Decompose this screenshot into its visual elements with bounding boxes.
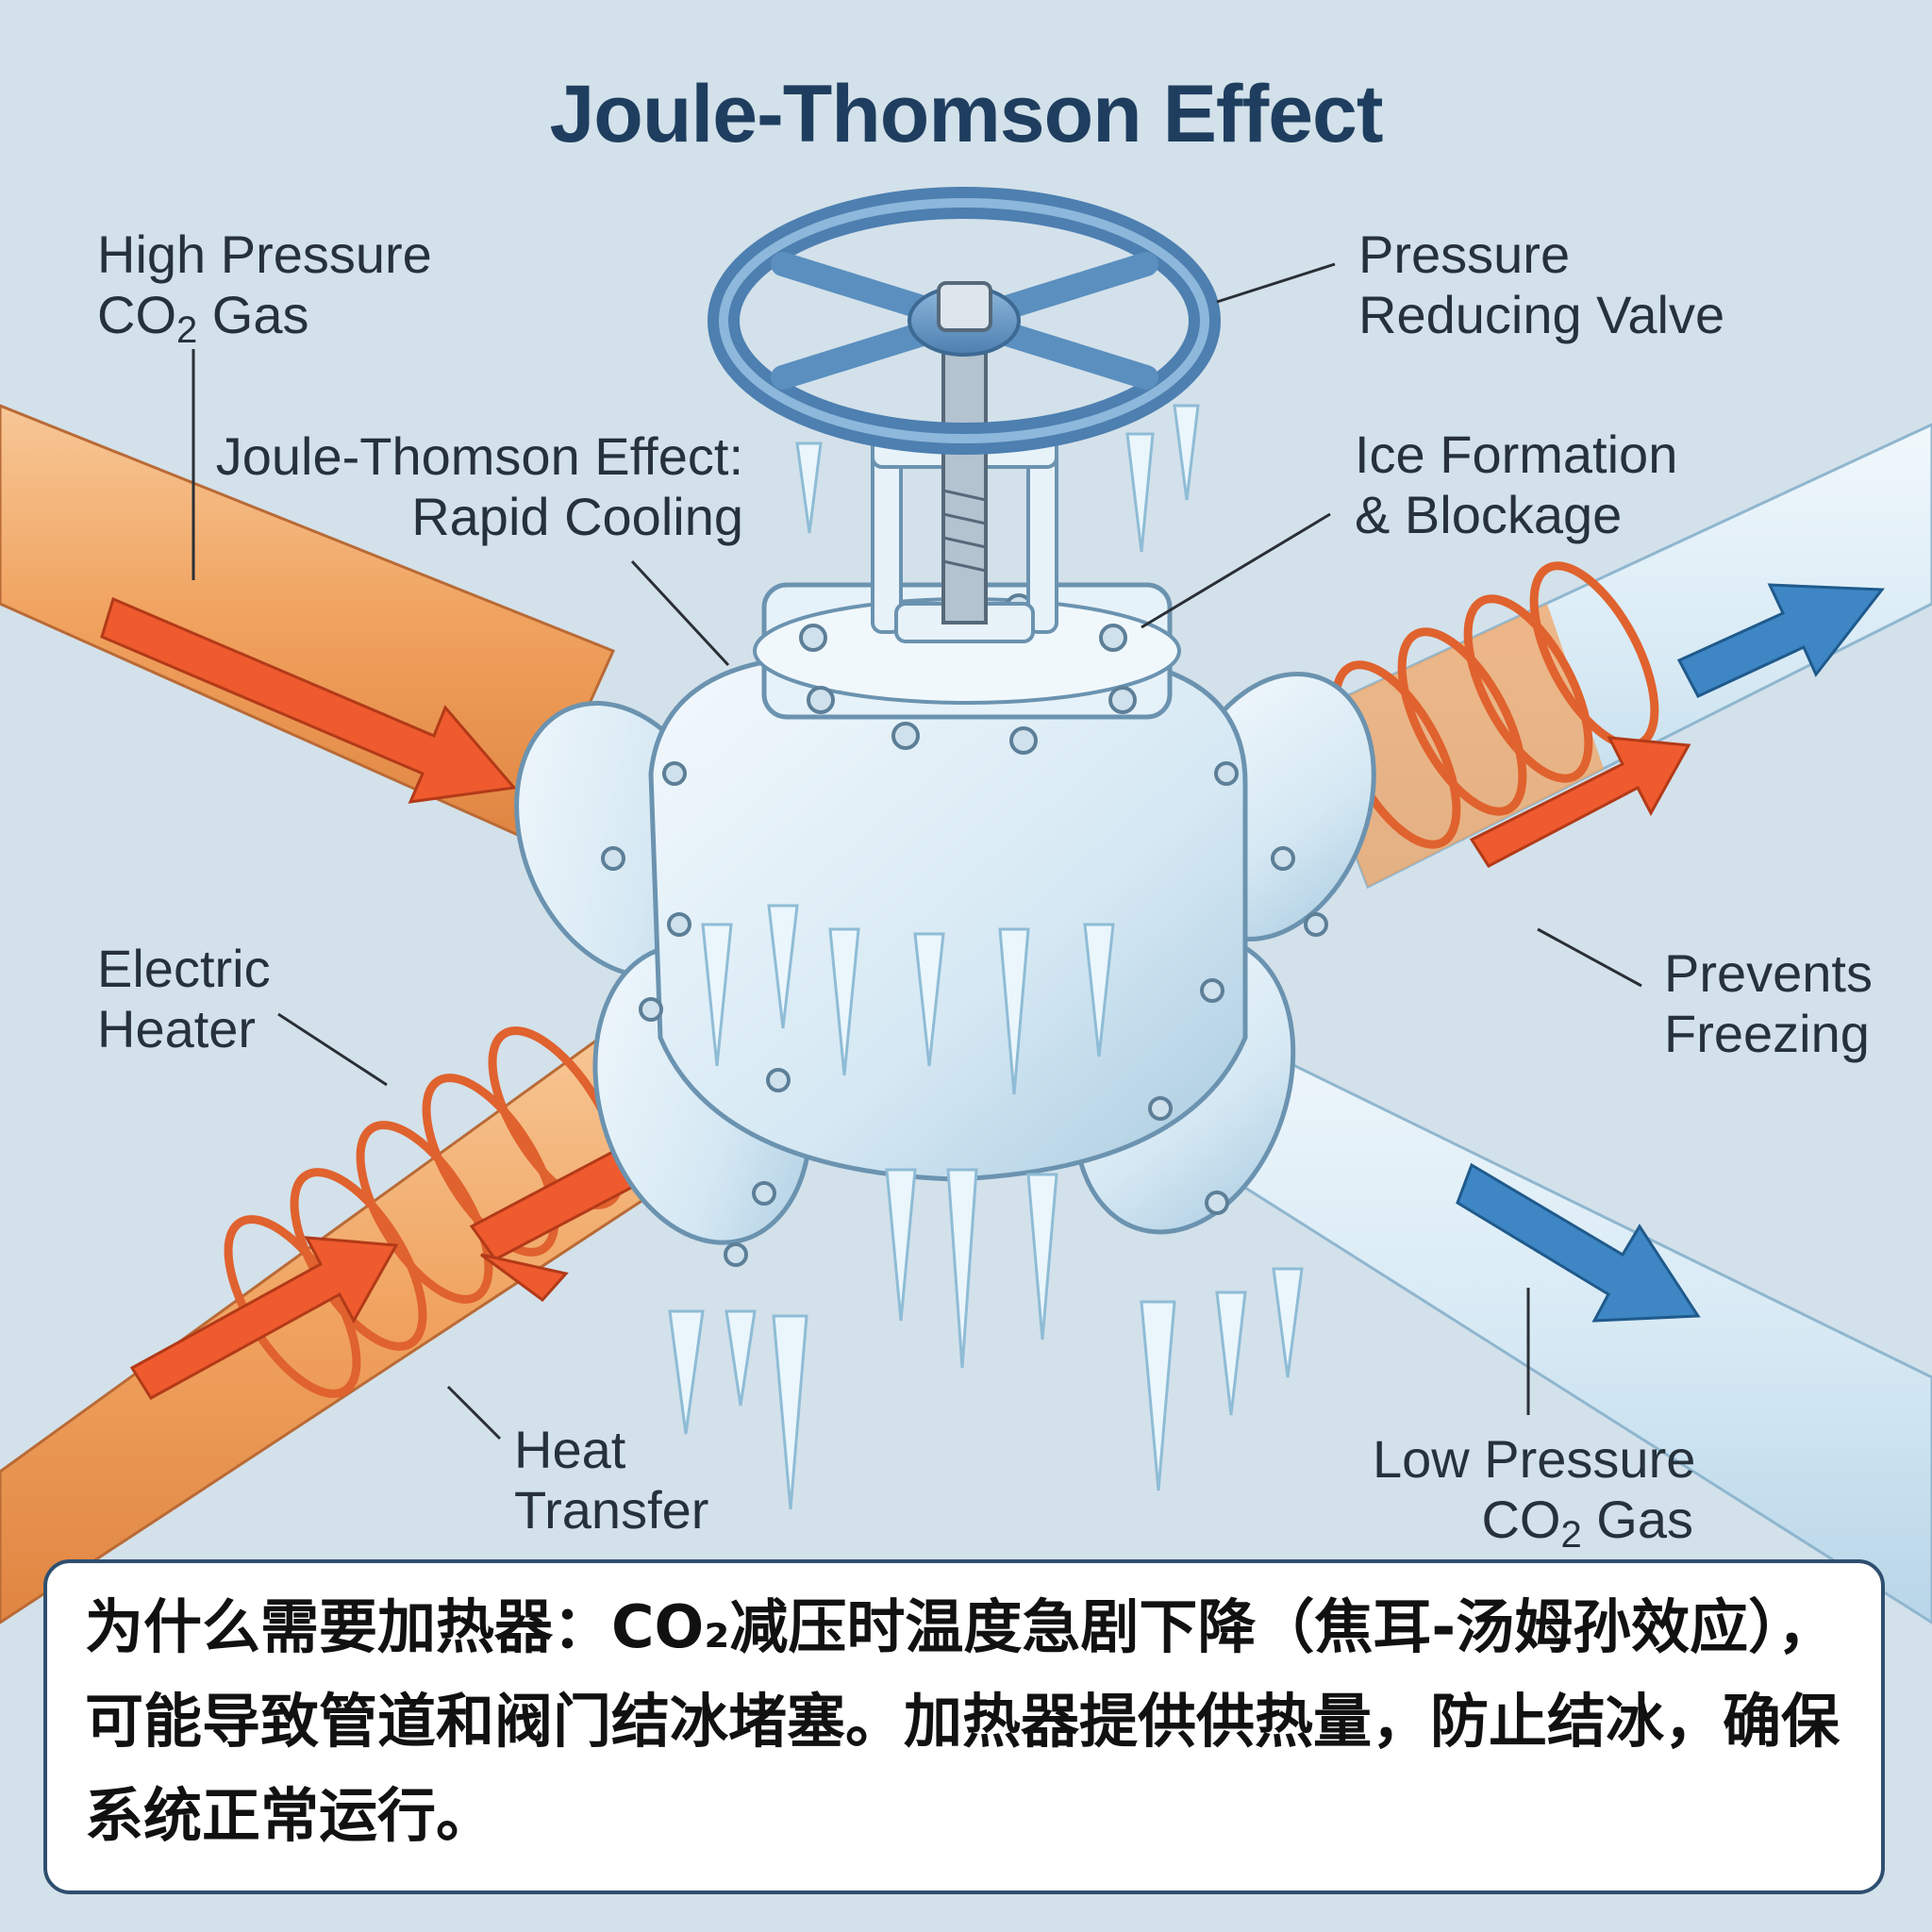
label-line: Joule-Thomson Effect: <box>215 426 743 486</box>
label-line: CO2 Gas <box>97 285 432 360</box>
valve-handwheel <box>708 187 1221 455</box>
label-line: Transfer <box>514 1480 709 1540</box>
formula-part: CO <box>97 285 176 344</box>
cold-flow-arrow-lower <box>1456 1162 1701 1323</box>
label-line: Prevents <box>1664 943 1873 1003</box>
label-low-pressure-gas: Low Pressure CO2 Gas <box>1373 1429 1696 1565</box>
label-line: High Pressure <box>97 225 432 284</box>
label-line: Rapid Cooling <box>411 487 743 546</box>
label-high-pressure-gas: High Pressure CO2 Gas <box>97 225 432 360</box>
label-line: Freezing <box>1664 1004 1870 1063</box>
formula-part: Gas <box>1581 1490 1693 1549</box>
caption-box: 为什么需要加热器：CO₂减压时温度急剧下降（焦耳-汤姆孙效应），可能导致管道和阀… <box>43 1559 1885 1894</box>
leader-lines <box>192 262 1642 1441</box>
heater-coil-lower <box>224 1026 625 1398</box>
caption-text: 为什么需要加热器：CO₂减压时温度急剧下降（焦耳-汤姆孙效应），可能导致管道和阀… <box>85 1592 1840 1850</box>
valve-yoke <box>871 338 1058 643</box>
label-prevents-freezing: Prevents Freezing <box>1664 943 1873 1064</box>
label-heat-transfer: Heat Transfer <box>514 1420 708 1541</box>
hot-flow-arrow-upper <box>100 596 517 804</box>
label-line: Pressure <box>1358 225 1571 284</box>
valve-body <box>514 582 1376 1245</box>
label-line: CO2 Gas <box>1373 1490 1693 1565</box>
label-ice-formation: Ice Formation & Blockage <box>1355 425 1677 545</box>
label-electric-heater: Electric Heater <box>97 939 271 1059</box>
label-line: Reducing Valve <box>1358 285 1725 344</box>
diagram-title: Joule-Thomson Effect <box>549 69 1383 159</box>
icicles <box>668 404 1304 1510</box>
formula-subscript: 2 <box>176 309 198 351</box>
label-line: Low Pressure <box>1373 1429 1696 1489</box>
label-line: Electric <box>97 939 271 998</box>
formula-subscript: 2 <box>1560 1514 1582 1556</box>
hot-flow-arrow-lower <box>129 1236 399 1400</box>
label-pressure-reducing-valve: Pressure Reducing Valve <box>1358 225 1724 345</box>
formula-part: CO <box>1481 1490 1561 1549</box>
formula-part: Gas <box>197 285 309 344</box>
label-jt-rapid-cooling: Joule-Thomson Effect: Rapid Cooling <box>215 426 743 547</box>
label-line: Ice Formation <box>1355 425 1678 484</box>
heat-transfer-arrow-right <box>1469 736 1691 868</box>
label-line: Heater <box>97 999 257 1058</box>
label-line: & Blockage <box>1355 485 1623 544</box>
label-line: Heat <box>514 1420 626 1479</box>
cold-flow-arrow-upper <box>1676 583 1885 698</box>
